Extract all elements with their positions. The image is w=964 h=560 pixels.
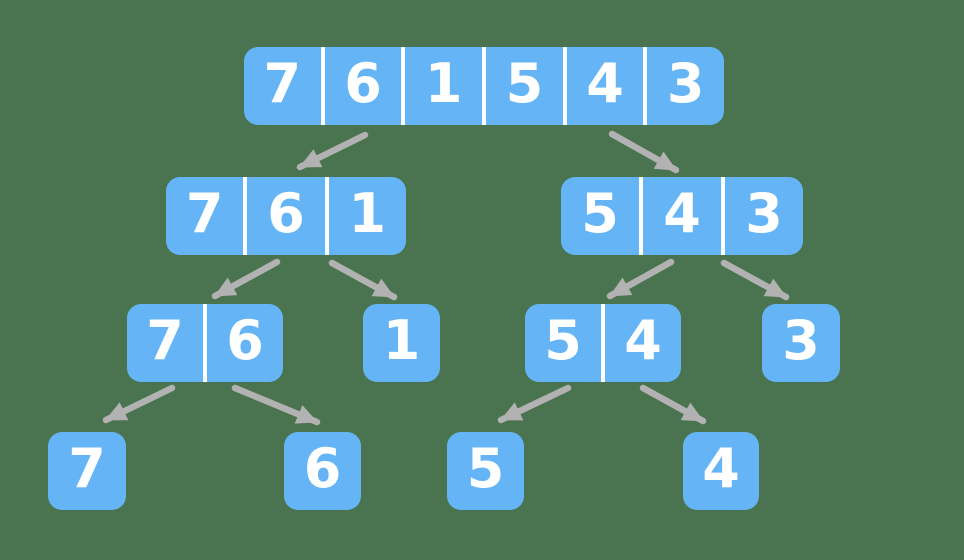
cell-value: 4 bbox=[663, 182, 701, 245]
cell-value: 7 bbox=[146, 309, 184, 372]
divide-arrow-left-761-to-left-76 bbox=[211, 258, 281, 300]
array-cell: 1 bbox=[401, 47, 482, 125]
array-cell: 4 bbox=[601, 304, 681, 382]
array-cell: 7 bbox=[244, 47, 321, 125]
array-cell: 3 bbox=[721, 177, 803, 255]
array-node-left-1: 1 bbox=[363, 304, 440, 382]
cell-value: 4 bbox=[586, 52, 624, 115]
array-node-leaf-7: 7 bbox=[48, 432, 126, 510]
cell-value: 3 bbox=[745, 182, 783, 245]
cell-value: 4 bbox=[624, 309, 662, 372]
array-cell: 5 bbox=[525, 304, 601, 382]
divide-arrow-right-543-to-right-54 bbox=[606, 258, 675, 300]
array-cell: 5 bbox=[482, 47, 563, 125]
cell-value: 7 bbox=[263, 52, 302, 115]
array-cell: 6 bbox=[284, 432, 361, 510]
array-cell: 5 bbox=[561, 177, 639, 255]
cell-value: 3 bbox=[666, 52, 705, 115]
cell-value: 5 bbox=[466, 437, 505, 500]
divide-arrow-left-761-to-left-1 bbox=[328, 259, 398, 301]
divide-arrow-right-54-to-leaf-4 bbox=[639, 384, 707, 425]
array-cell: 5 bbox=[447, 432, 524, 510]
cell-value: 5 bbox=[544, 309, 582, 372]
divide-arrow-root-to-left-761 bbox=[296, 131, 369, 171]
cell-value: 6 bbox=[267, 182, 305, 245]
array-cell: 1 bbox=[324, 177, 406, 255]
divide-arrow-root-to-right-543 bbox=[608, 130, 680, 174]
cell-value: 6 bbox=[226, 309, 264, 372]
array-cell: 7 bbox=[127, 304, 203, 382]
cell-value: 7 bbox=[68, 437, 106, 500]
array-node-leaf-4: 4 bbox=[683, 432, 759, 510]
cell-value: 1 bbox=[424, 52, 463, 115]
array-cell: 4 bbox=[683, 432, 759, 510]
cell-value: 3 bbox=[782, 309, 820, 372]
cell-value: 1 bbox=[348, 182, 387, 245]
cell-value: 5 bbox=[505, 52, 544, 115]
array-cell: 3 bbox=[762, 304, 840, 382]
divide-arrow-left-76-to-leaf-7 bbox=[102, 384, 176, 424]
cell-value: 6 bbox=[303, 437, 342, 500]
divide-arrow-left-76-to-leaf-6 bbox=[231, 384, 321, 426]
array-cell: 7 bbox=[48, 432, 126, 510]
array-node-right-3: 3 bbox=[762, 304, 840, 382]
array-cell: 4 bbox=[562, 47, 644, 125]
cell-value: 1 bbox=[382, 309, 421, 372]
array-node-leaf-5: 5 bbox=[447, 432, 524, 510]
array-cell: 6 bbox=[203, 304, 283, 382]
array-cell: 7 bbox=[166, 177, 243, 255]
array-cell: 3 bbox=[643, 47, 724, 125]
array-cell: 6 bbox=[320, 47, 402, 125]
cell-value: 6 bbox=[344, 52, 382, 115]
array-node-leaf-6: 6 bbox=[284, 432, 361, 510]
array-cell: 4 bbox=[639, 177, 721, 255]
divide-arrow-right-543-to-right-3 bbox=[720, 259, 790, 301]
divide-arrow-right-54-to-leaf-5 bbox=[497, 384, 572, 424]
array-cell: 1 bbox=[363, 304, 440, 382]
cell-value: 7 bbox=[185, 182, 224, 245]
array-cell: 6 bbox=[243, 177, 324, 255]
cell-value: 5 bbox=[581, 182, 619, 245]
cell-value: 4 bbox=[702, 437, 740, 500]
